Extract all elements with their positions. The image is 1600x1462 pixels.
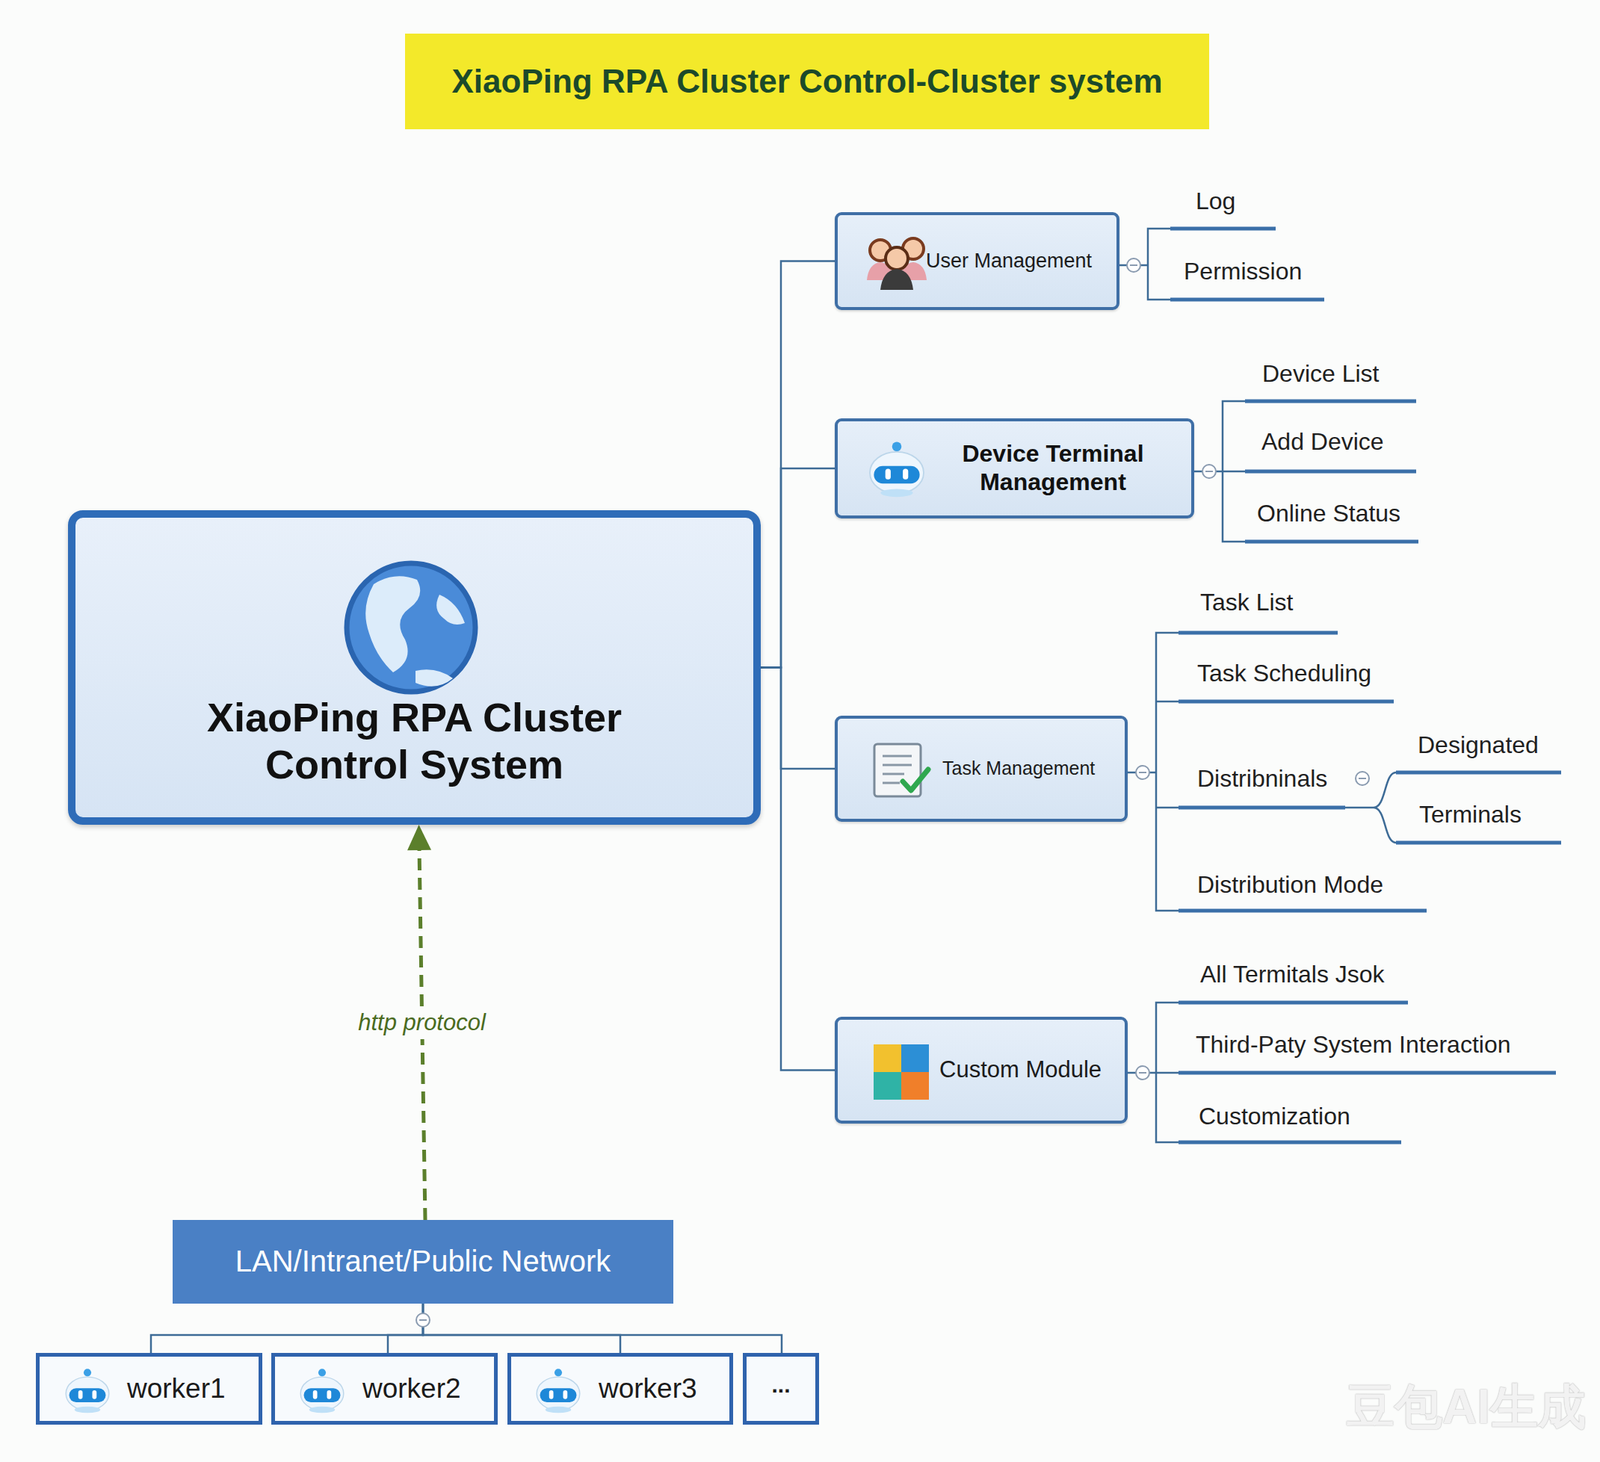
bracket [1345,772,1396,843]
leaf-label: Distribninals [1197,763,1328,794]
edge-label: http protocol [353,1006,491,1040]
collapse-toggle [416,1313,430,1328]
underlines [1170,228,1562,1143]
node-text-group: ... [771,1372,790,1399]
worker-box: ... [742,1353,820,1426]
leaf-label: Distribution Mode [1197,869,1384,900]
watermark: 豆包AI生成 [1346,1378,1586,1438]
module-box: Task Management [834,715,1128,823]
module-box: Device Terminal Management [834,418,1195,519]
node-text-group: worker2 [362,1372,462,1406]
collapse-toggle [1135,765,1150,780]
node-label: Device Terminal Management [925,440,1181,497]
bracket-lines [1119,228,1396,1143]
leaf-label: Task List [1200,587,1293,618]
node-label: Custom Module [939,1056,1102,1085]
leaf-label: Permission [1183,256,1302,287]
leaf-label: Add Device [1261,426,1385,457]
module-box: User Management [834,212,1120,311]
node-text-group: worker1 [127,1372,226,1406]
connector [760,261,835,669]
collapse-toggle [1355,771,1370,786]
connector [422,1304,782,1354]
worker-box: worker2 [271,1353,498,1426]
leaf-label: Device List [1262,358,1380,389]
leaf-label: Terminals [1419,799,1522,830]
bracket [1127,1002,1179,1143]
system-box: XiaoPing RPA Cluster Control System [68,510,761,826]
node-label: worker1 [127,1372,226,1406]
node-text-group: LAN/Intranet/Public Network [235,1244,611,1280]
leaf-label: All Termitals Jsok [1200,959,1385,990]
leaf-label: Third-Paty System Interaction [1195,1029,1511,1060]
title-text: XiaoPing RPA Cluster Control-Cluster sys… [451,62,1163,101]
leaf-label: Designated [1417,730,1539,761]
connector [150,1304,423,1354]
node-text-group: worker3 [598,1372,698,1406]
worker-box: worker3 [507,1353,734,1426]
node-label: XiaoPing RPA Cluster Control System [175,694,654,790]
module-box: Custom Module [834,1017,1128,1124]
connector [387,1304,423,1354]
connector [760,468,835,669]
connector [760,668,835,1071]
underline [1178,1002,1556,1143]
node-text-group: XiaoPing RPA Cluster Control System [175,694,654,790]
node-label: LAN/Intranet/Public Network [235,1244,611,1280]
collapse-toggle [1202,464,1216,479]
node-text-group: Device Terminal Management [925,440,1181,497]
bracket [1194,401,1246,542]
underline [1395,772,1562,843]
connector [760,668,835,770]
worker-box: worker1 [35,1353,263,1426]
leaf-label: Online Status [1256,498,1401,529]
node-label: worker2 [362,1372,462,1406]
leaf-label: Customization [1198,1101,1351,1132]
node-text-group: Task Management [942,757,1095,781]
title-banner: XiaoPing RPA Cluster Control-Cluster sys… [405,33,1210,130]
bracket [1127,632,1179,911]
underline [1178,632,1427,911]
collapse-toggle [1126,258,1141,273]
node-text-group: Custom Module [939,1056,1102,1085]
connector [422,1304,621,1354]
underline [1170,228,1325,300]
leaf-label: Task Scheduling [1197,658,1372,689]
node-text-group: User Management [925,249,1092,274]
leaf-label: Log [1195,186,1236,216]
node-label: Task Management [942,757,1095,781]
arrow-head [407,825,432,851]
network-band: LAN/Intranet/Public Network [172,1220,674,1305]
node-label: User Management [925,249,1092,274]
underline [1245,401,1419,542]
collapse-toggle [1135,1066,1150,1080]
node-label: worker3 [598,1372,698,1406]
bracket [1119,228,1171,300]
node-label: ... [771,1372,790,1399]
